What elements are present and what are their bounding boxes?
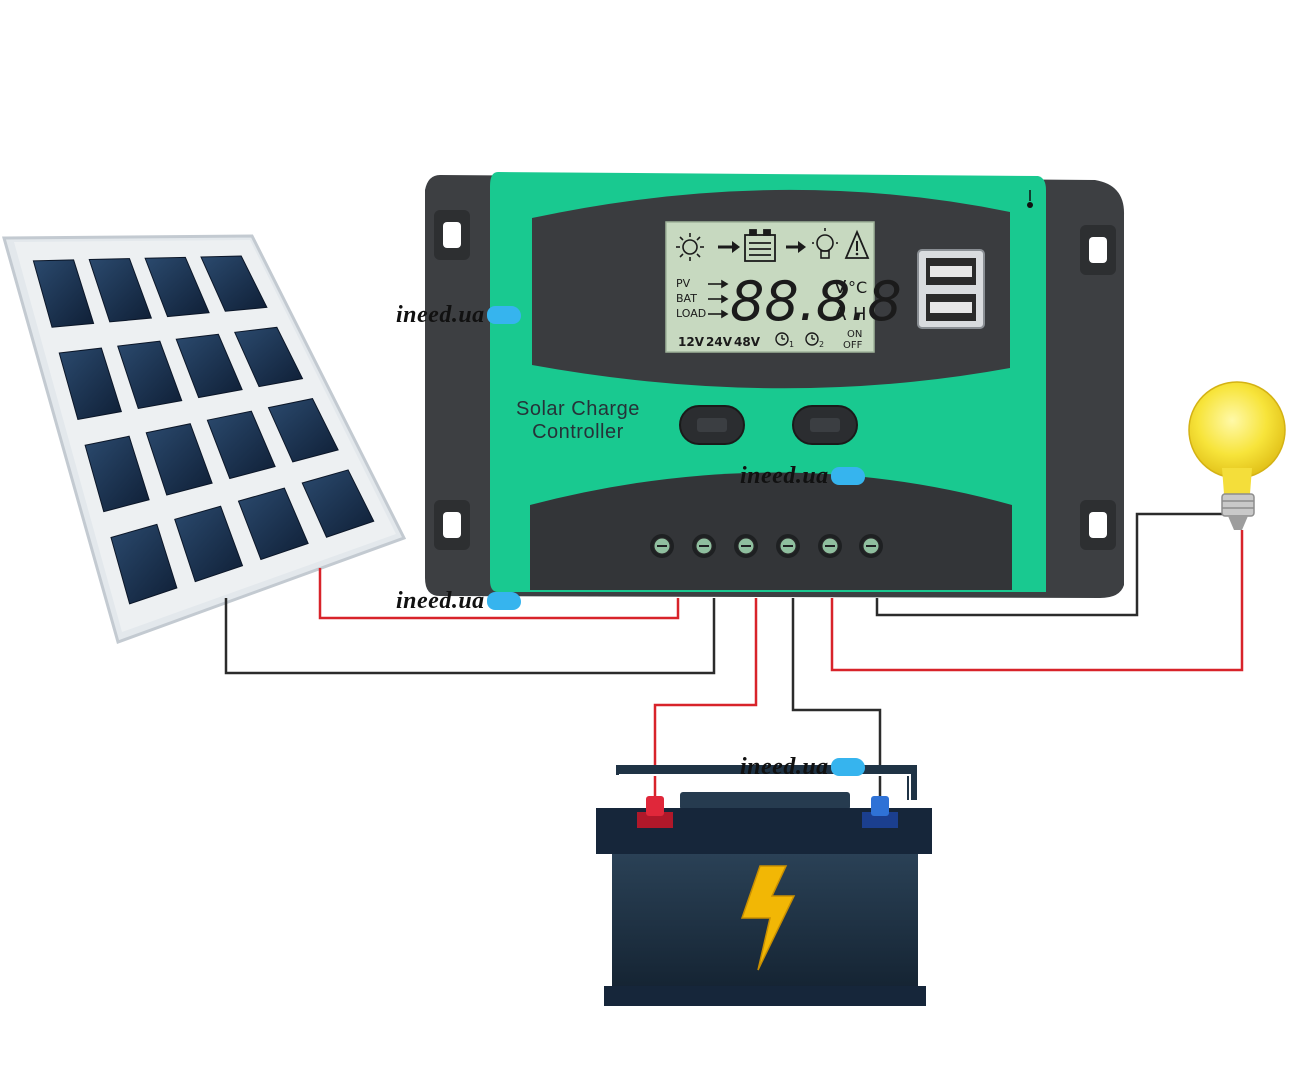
watermark: ineed.ua [740, 463, 865, 490]
wire-load-negative [875, 512, 1232, 617]
solar-cell [32, 259, 95, 328]
lcd-timer1: 1 [789, 340, 794, 349]
lightbulb-icon [812, 228, 838, 259]
wire-pv-negative [224, 598, 716, 675]
controller-label-line2: Controller [532, 421, 624, 443]
menu-button[interactable] [679, 405, 745, 445]
set-button[interactable] [792, 405, 858, 445]
screw-terminal [692, 534, 716, 558]
screw-terminal [776, 534, 800, 558]
solar-cell [144, 256, 210, 318]
arrow-right-icon [718, 241, 740, 253]
wire-load-positive [830, 530, 1244, 672]
solar-cell [84, 435, 150, 513]
lcd-unit-a: A [834, 304, 847, 325]
sun-icon [676, 233, 704, 261]
solar-cell [88, 258, 153, 323]
arrow-right-icon [786, 241, 806, 253]
lcd-unit-c: °C [848, 278, 867, 297]
charge-controller: PV BAT LOAD 88.8.8 V °C A H 12V 24V 48V … [425, 172, 1125, 598]
solar-panel [2, 234, 407, 644]
lcd-unit-v: V [834, 277, 847, 298]
battery-positive-terminal [637, 796, 673, 828]
screw-terminal [734, 534, 758, 558]
screw-terminal [818, 534, 842, 558]
controller-label-line1: Solar Charge [516, 398, 640, 420]
solar-cell [267, 398, 339, 463]
wire-pv-positive [318, 568, 680, 620]
solar-cell [237, 487, 309, 561]
lcd-48v: 48V [734, 335, 761, 349]
lcd-unit-h: H [853, 304, 867, 325]
solar-cell [175, 333, 243, 399]
lcd-12v: 12V [678, 335, 705, 349]
battery [596, 765, 932, 1006]
watermark: ineed.ua [396, 588, 521, 615]
solar-cell [206, 410, 276, 480]
screw-terminal [650, 534, 674, 558]
lcd-digits: 88.8.8 [730, 270, 902, 333]
lcd-on: ON [847, 329, 862, 340]
solar-cell [174, 505, 244, 583]
battery-icon [744, 229, 776, 262]
solar-cell [145, 423, 213, 496]
warning-icon [844, 229, 870, 259]
battery-negative-terminal [862, 796, 898, 828]
lcd-off: OFF [843, 340, 863, 351]
lcd-load-label: LOAD [676, 307, 706, 320]
solar-cell [117, 340, 183, 410]
screw-terminal [859, 534, 883, 558]
wire-battery-negative [791, 598, 882, 810]
light-bulb [1188, 381, 1286, 530]
usb-ports [917, 249, 985, 329]
timer-icon [775, 332, 789, 346]
timer-icon [805, 332, 819, 346]
watermark: ineed.ua [396, 302, 521, 329]
lcd-pv-label: PV [676, 277, 691, 290]
solar-cell [58, 347, 123, 421]
lcd-24v: 24V [706, 335, 733, 349]
cloud-icon [830, 467, 865, 485]
terminal-block [650, 534, 883, 558]
lcd-timer2: 2 [819, 340, 824, 349]
wire-battery-positive [653, 598, 758, 810]
solar-cell [200, 255, 268, 312]
lcd-display: PV BAT LOAD 88.8.8 V °C A H 12V 24V 48V … [665, 221, 902, 353]
solar-cell [234, 326, 304, 388]
solar-cell [110, 523, 178, 605]
watermark: ineed.ua [740, 754, 865, 781]
solar-cell [301, 469, 375, 538]
lcd-input-arrows [708, 279, 729, 319]
cloud-icon [830, 758, 865, 776]
lcd-bat-label: BAT [676, 292, 697, 305]
controller-label: Solar Charge Controller [516, 398, 640, 444]
wiring [224, 512, 1244, 810]
cloud-icon [486, 592, 521, 610]
lightning-bolt-icon [740, 865, 796, 971]
cloud-icon [486, 306, 521, 324]
